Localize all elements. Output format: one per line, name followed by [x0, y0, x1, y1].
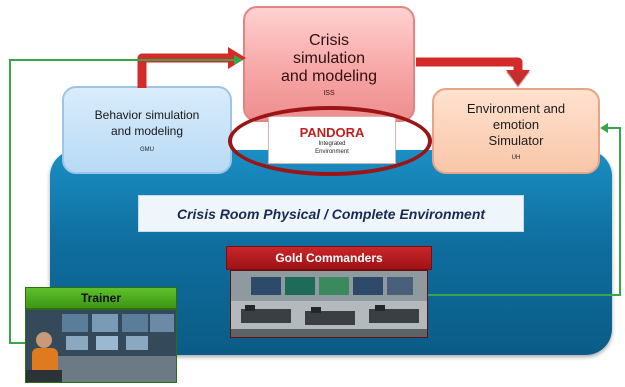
red-arrow-head-right	[506, 70, 530, 86]
behavior-simulation-box: Behavior simulation and modeling GMU	[62, 86, 232, 174]
envsim-title-line3: Simulator	[488, 133, 544, 148]
environment-label: Crisis Room Physical / Complete Environm…	[138, 195, 524, 232]
green-line-gold-to-envsim	[428, 127, 621, 296]
crisis-title-line3: and modeling	[280, 67, 378, 85]
control-room-illustration	[231, 271, 427, 337]
behavior-title-line1: Behavior simulation	[94, 108, 200, 122]
gold-commanders-room-photo	[230, 270, 428, 338]
envsim-title-line1: Environment and	[466, 101, 566, 116]
behavior-title-line2: and modeling	[110, 124, 184, 138]
environment-emotion-simulator-box: Environment and emotion Simulator UH	[432, 88, 600, 174]
green-arrow-head-crisis	[234, 55, 243, 65]
red-arrow-head-right-shadow	[506, 72, 530, 88]
red-arrow-crisis-to-environment	[416, 57, 523, 74]
pandora-highlight-ellipse	[228, 106, 432, 176]
red-arrow-behavior-to-crisis	[137, 53, 232, 88]
envsim-subtitle: UH	[511, 155, 521, 161]
crisis-title-line2: simulation	[292, 49, 366, 67]
green-line-trainer-to-crisis	[9, 59, 238, 344]
green-arrow-head-envsim	[600, 123, 608, 133]
envsim-title-line2: emotion	[492, 117, 540, 132]
behavior-subtitle: GMU	[140, 147, 154, 153]
crisis-subtitle: ISS	[323, 89, 335, 97]
trainer-header: Trainer	[25, 287, 177, 309]
trainer-illustration	[26, 310, 176, 382]
gold-commanders-header: Gold Commanders	[226, 246, 432, 270]
crisis-title-line1: Crisis	[309, 31, 349, 49]
trainer-room-photo	[25, 309, 177, 383]
